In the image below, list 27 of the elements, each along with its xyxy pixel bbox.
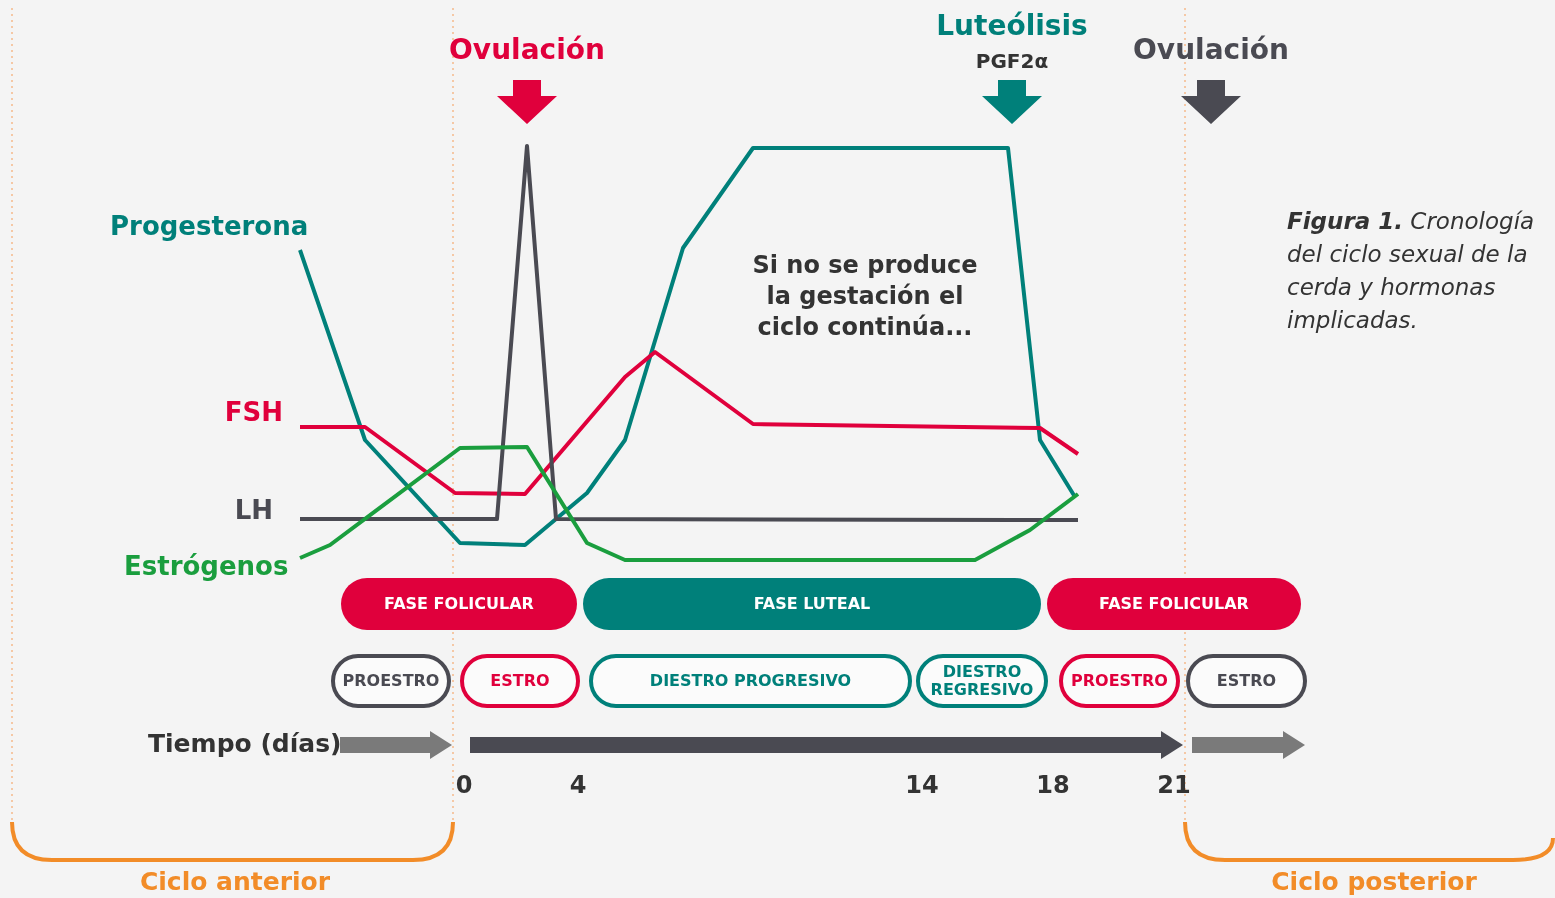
bracket-label: Ciclo posterior (1271, 866, 1477, 898)
event-label: Ovulación (1133, 32, 1289, 68)
curve-label: Progesterona (110, 210, 309, 243)
bracket-label: Ciclo anterior (139, 866, 331, 898)
curve-label: Estrógenos (124, 550, 289, 583)
stage-pill: ESTRO (1186, 654, 1307, 708)
figure-caption: Figura 1. Cronología del ciclo sexual de la cerda y hormonas implicadas. (1287, 207, 1536, 335)
tick-label: 18 (1036, 770, 1070, 801)
stage-pill: PROESTRO (1059, 654, 1180, 708)
curve-label: LH (234, 494, 273, 527)
tick-label: 4 (569, 770, 587, 801)
axis-title: Tiempo (días) (148, 728, 342, 760)
phase-bar: FASE FOLICULAR (341, 578, 577, 630)
stage-pill: DIESTRO REGRESIVO (916, 654, 1048, 708)
tick-label: 0 (455, 770, 473, 801)
note-text: Si no se produce la gestación el ciclo continúa... (751, 250, 979, 344)
stage-pill: DIESTRO PROGRESIVO (589, 654, 912, 708)
event-label: Luteólisis (936, 8, 1088, 44)
phase-bar: FASE LUTEAL (583, 578, 1041, 630)
tick-label: 21 (1157, 770, 1191, 801)
tick-label: 14 (905, 770, 939, 801)
stage-pill: PROESTRO (331, 654, 451, 708)
phase-bar: FASE FOLICULAR (1047, 578, 1301, 630)
event-sublabel: PGF2α (975, 48, 1049, 74)
stage-pill: ESTRO (460, 654, 580, 708)
event-label: Ovulación (449, 32, 605, 68)
curve-label: FSH (224, 396, 283, 429)
